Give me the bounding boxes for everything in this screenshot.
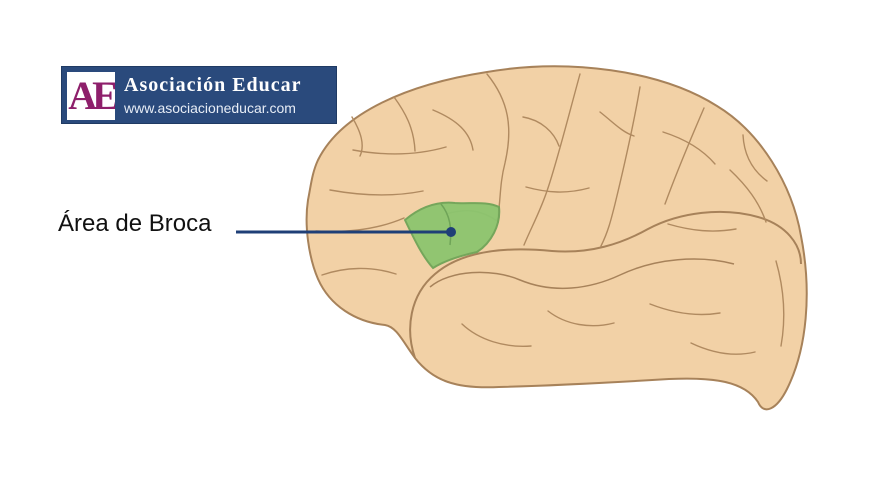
logo-monogram: AE [68, 73, 115, 118]
broca-area-marker [446, 227, 456, 237]
logo-mark: AE [67, 72, 115, 120]
broca-area-label: Área de Broca [58, 210, 212, 237]
broca-area-subdivision [440, 203, 452, 246]
logo-url: www.asociacioneducar.com [124, 100, 296, 116]
brain-hemisphere [305, 65, 808, 411]
temporal-lobe-inner-fold [429, 258, 735, 290]
logo-title: Asociación Educar [124, 74, 302, 96]
organization-logo: AE Asociación Educar www.asociacioneduca… [61, 66, 337, 124]
temporal-lobe-fold [409, 210, 802, 359]
